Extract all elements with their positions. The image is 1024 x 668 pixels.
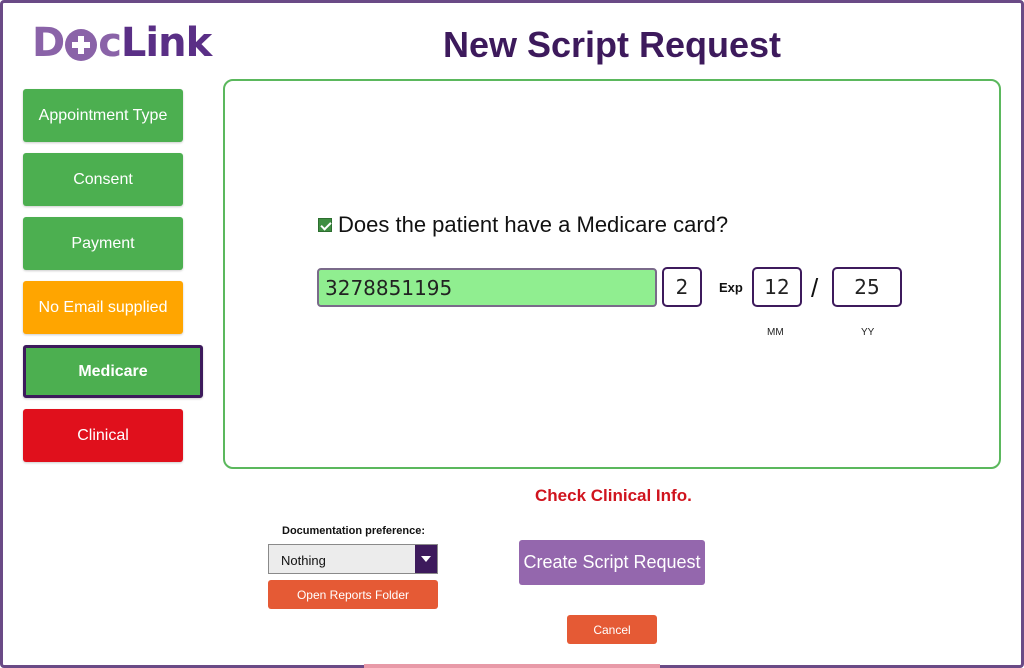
sidebar-item-payment[interactable]: Payment [23,217,183,270]
medicare-question-row: Does the patient have a Medicare card? [318,212,728,238]
sidebar-item-label: Payment [71,234,135,252]
create-script-request-button[interactable]: Create Script Request [519,540,705,585]
sidebar-item-label: Medicare [78,362,148,380]
clinical-warning: Check Clinical Info. [535,486,692,505]
documentation-preference-select[interactable]: Nothing [268,544,438,574]
expiry-year-label: YY [861,327,875,338]
open-reports-folder-button[interactable]: Open Reports Folder [268,580,438,609]
has-medicare-checkbox[interactable] [318,218,332,232]
logo-text-c: c [98,20,122,66]
medicare-number-input[interactable]: 3278851195 [317,268,657,307]
medicare-irn-input[interactable]: 2 [662,267,702,307]
expiry-label: Exp [719,280,743,295]
expiry-separator: / [811,273,819,303]
medicare-question: Does the patient have a Medicare card? [338,212,729,237]
chevron-down-icon[interactable] [415,545,437,573]
expiry-month-label: MM [767,327,784,338]
sidebar-item-label: Appointment Type [38,106,168,124]
sidebar-item-label: Consent [73,170,133,188]
bottom-accent-strip [364,664,660,668]
sidebar-item-email[interactable]: No Email supplied [23,281,183,334]
sidebar-item-medicare[interactable]: Medicare [23,345,203,398]
documentation-preference-value: Nothing [281,553,326,568]
sidebar-item-appointment-type[interactable]: Appointment Type [23,89,183,142]
logo-text-link: Link [120,20,212,66]
page-title: New Script Request [442,24,782,65]
medical-cross-icon [65,29,98,61]
sidebar-item-clinical[interactable]: Clinical [23,409,183,462]
sidebar-item-label: Clinical [77,426,129,444]
logo-text-d: D [32,20,65,66]
documentation-preference-label: Documentation preference: [282,525,426,537]
cancel-button[interactable]: Cancel [567,615,657,644]
sidebar-item-label: No Email supplied [38,298,168,316]
expiry-year-input[interactable]: 25 [832,267,902,307]
expiry-month-input[interactable]: 12 [752,267,802,307]
sidebar-item-consent[interactable]: Consent [23,153,183,206]
